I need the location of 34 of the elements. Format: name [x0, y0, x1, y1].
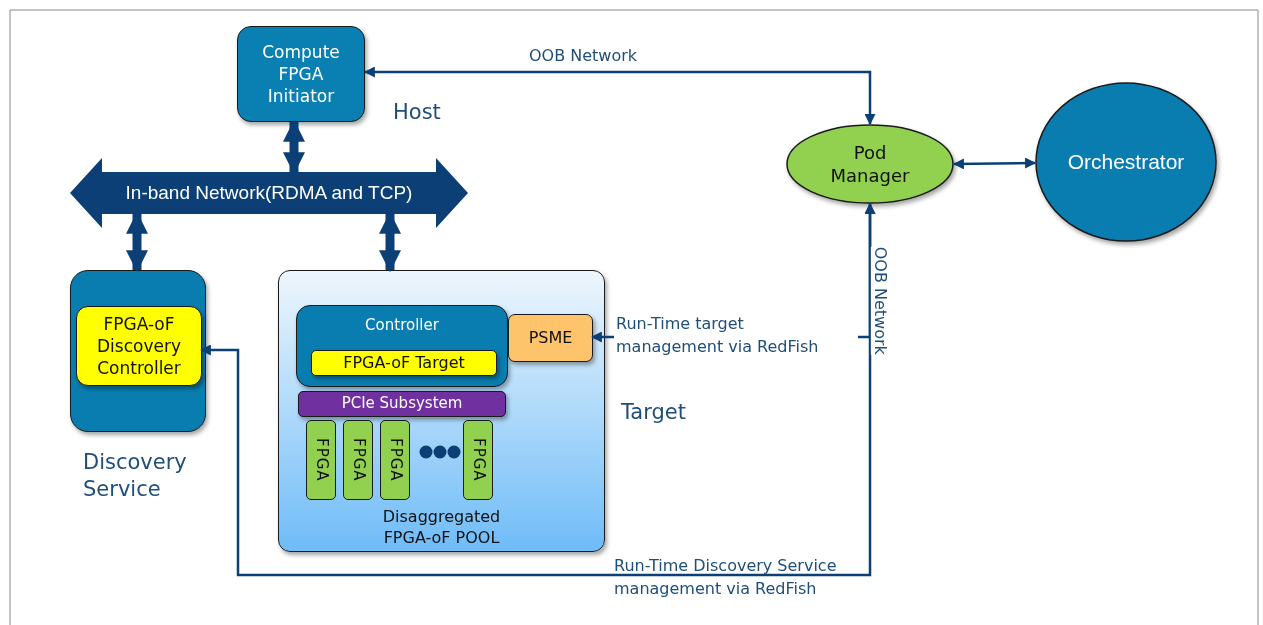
fpga-card — [306, 420, 336, 500]
group-caption: Discovery Service — [83, 449, 188, 504]
node-label: Disaggregated FPGA-oF POOL — [381, 507, 502, 549]
node-label: FPGA — [311, 438, 331, 482]
node-label: FPGA — [468, 438, 488, 482]
node-label: Orchestrator — [1067, 149, 1185, 176]
thick-double-arrow — [283, 119, 305, 175]
node-label: PSME — [528, 327, 573, 349]
thick-double-arrow — [379, 211, 401, 273]
node-label: Controller — [365, 316, 439, 336]
arrow — [952, 157, 1037, 170]
controller-box — [76, 306, 202, 386]
node-label: FPGA — [385, 438, 405, 482]
arrow — [199, 202, 876, 577]
node-label: PCIe Subsystem — [341, 394, 463, 414]
psme-box — [508, 314, 593, 362]
node-label: FPGA-oF Discovery Controller — [96, 312, 182, 380]
controller-panel — [296, 305, 508, 387]
thick-double-arrow — [126, 211, 148, 273]
fpga-card — [463, 420, 493, 500]
node-label: FPGA-oF Target — [343, 352, 465, 374]
node-label: FPGA — [348, 438, 368, 482]
target-box — [311, 350, 497, 376]
group-caption: Target — [621, 399, 686, 426]
fpga-card — [343, 420, 373, 500]
subsystem-bar — [298, 391, 506, 417]
arrow — [363, 66, 876, 126]
node-label: In-band Network(RDMA and TCP) — [125, 180, 413, 205]
line-label: OOB Network — [871, 246, 889, 355]
fpga-card — [380, 420, 410, 500]
node-label: Pod Manager — [829, 140, 911, 188]
node-label: Compute FPGA Initiator — [261, 40, 341, 108]
group-caption: Host — [393, 99, 441, 126]
edge-label: Run-Time Discovery Service management via RedFish — [613, 555, 838, 601]
